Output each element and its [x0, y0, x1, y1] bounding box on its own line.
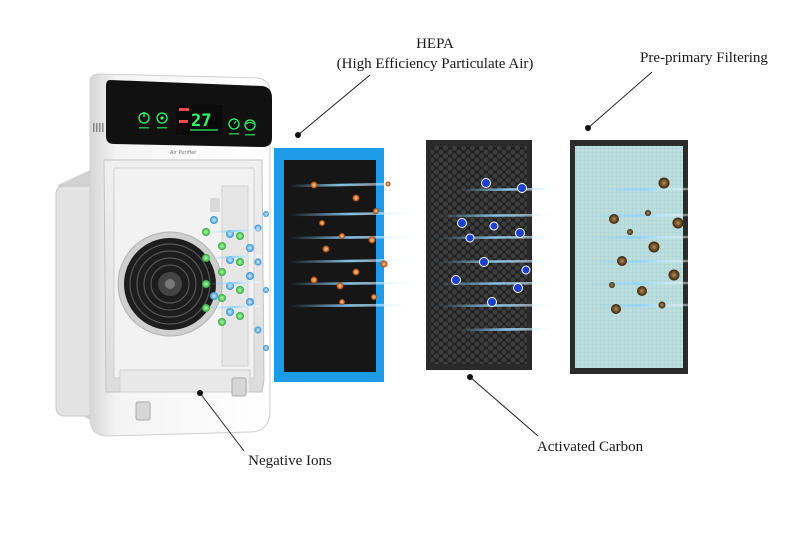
hepa-subtitle: (High Efficiency Particulate Air) [336, 56, 534, 72]
negative-ions [202, 211, 269, 351]
digital-display: 27 [176, 105, 222, 135]
callout-dots [197, 125, 591, 396]
wind-icon[interactable] [244, 119, 256, 131]
callout-lines [199, 71, 653, 452]
pre-primary-label: Pre-primary Filtering [640, 50, 768, 66]
mode-icon[interactable] [156, 112, 168, 124]
side-vent [93, 123, 104, 132]
fan-icon [117, 231, 223, 337]
hepa-title: HEPA [416, 36, 454, 52]
pre-primary-filter [570, 140, 691, 374]
purifier-device: 27 Air Purifier [55, 73, 272, 437]
hepa-filter [274, 148, 411, 382]
dust-particles [609, 177, 684, 314]
power-icon[interactable] [138, 112, 150, 124]
negative-ions-label: Negative Ions [248, 453, 332, 469]
activated-carbon-label: Activated Carbon [536, 439, 644, 455]
gas-molecules [451, 178, 531, 307]
particles [310, 181, 391, 305]
hepa-label: HEPA (High Efficiency Particulate Air) [300, 34, 570, 74]
airflow-lines [289, 182, 411, 332]
device-panel-text: Air Purifier [170, 150, 197, 156]
display-readout: 27 [191, 111, 211, 131]
timer-icon[interactable] [228, 118, 240, 130]
control-panel: 27 [106, 80, 272, 147]
activated-carbon-filter [426, 140, 557, 370]
